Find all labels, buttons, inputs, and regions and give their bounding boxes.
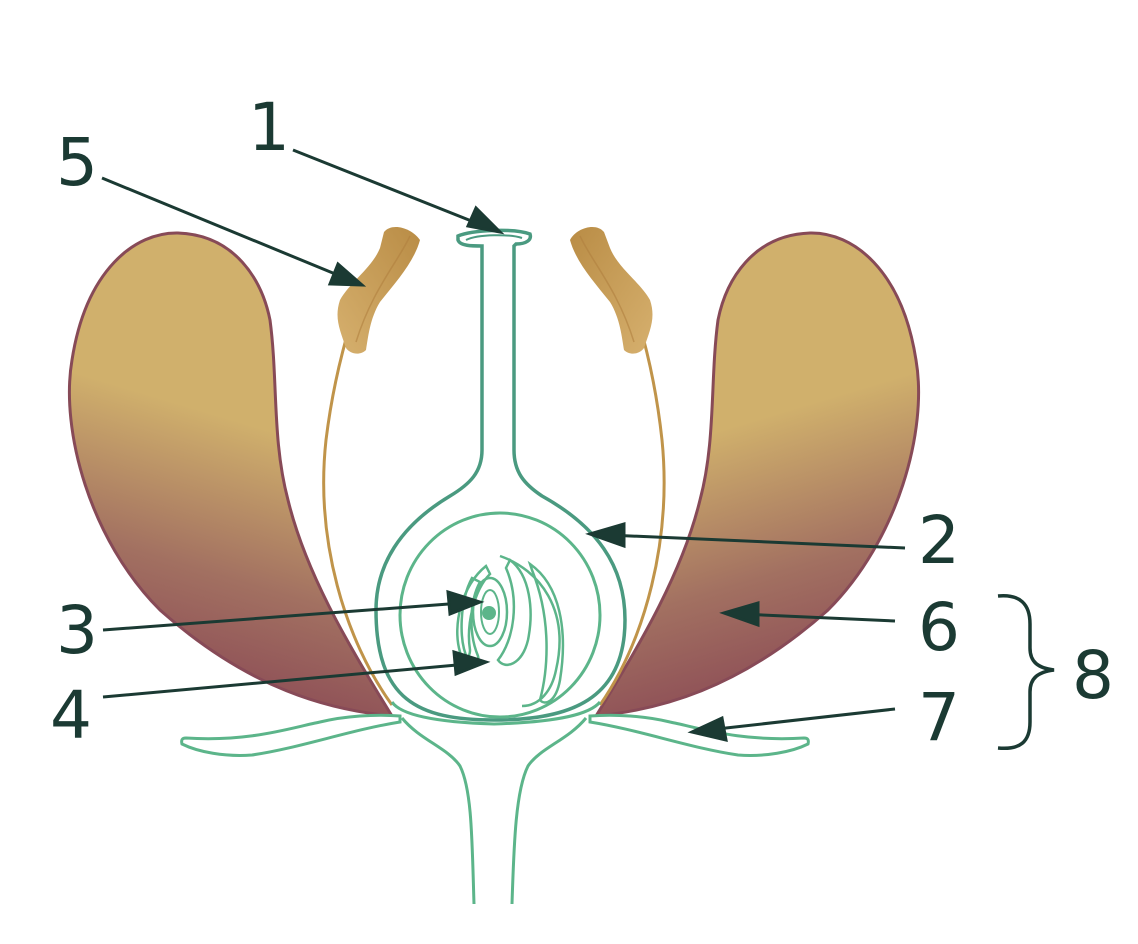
label-1: 1 xyxy=(248,89,290,166)
label-4: 4 xyxy=(50,677,92,754)
pistil xyxy=(374,228,627,722)
petal-right xyxy=(593,231,920,718)
label-5: 5 xyxy=(56,124,98,201)
pointer-7-arrowhead xyxy=(687,715,728,742)
pointer-4-line xyxy=(102,662,469,699)
anther-right-vein xyxy=(579,235,635,343)
pointer-1-arrowhead xyxy=(465,205,505,235)
pointer-lines xyxy=(101,148,906,742)
pointer-2-arrowhead xyxy=(585,521,626,549)
egg-cell xyxy=(482,606,496,620)
pointer-6-arrowhead xyxy=(719,600,760,628)
pointer-6-line xyxy=(739,612,896,623)
petal-left xyxy=(68,231,395,718)
stigma-rim xyxy=(465,234,523,241)
sepal-left xyxy=(180,713,402,757)
pointer-3-arrowhead xyxy=(446,589,485,617)
inner-integument xyxy=(496,558,532,666)
label-8: 8 xyxy=(1072,637,1114,714)
stem xyxy=(400,717,588,905)
receptacle xyxy=(390,700,602,726)
label-3: 3 xyxy=(56,592,98,669)
label-2: 2 xyxy=(918,502,960,579)
pointer-3-line xyxy=(102,601,463,632)
sepal-right xyxy=(588,713,810,757)
pointer-5-line xyxy=(101,176,346,280)
pointer-1-line xyxy=(292,148,485,228)
pointer-4-arrowhead xyxy=(452,649,491,677)
nucellus-fold xyxy=(499,554,561,708)
label-6: 6 xyxy=(918,589,960,666)
embryo-sac-inner xyxy=(480,589,500,635)
anther-left-vein xyxy=(355,235,411,343)
outer-integument-fold xyxy=(527,560,565,704)
pointer-7-line xyxy=(707,707,896,732)
ovule-outer-integument xyxy=(398,511,602,719)
brace-8 xyxy=(997,594,1055,751)
embryo-sac xyxy=(471,576,509,648)
label-7: 7 xyxy=(918,679,960,756)
pointer-2-line xyxy=(607,533,906,550)
pointer-5-arrowhead xyxy=(327,261,367,287)
